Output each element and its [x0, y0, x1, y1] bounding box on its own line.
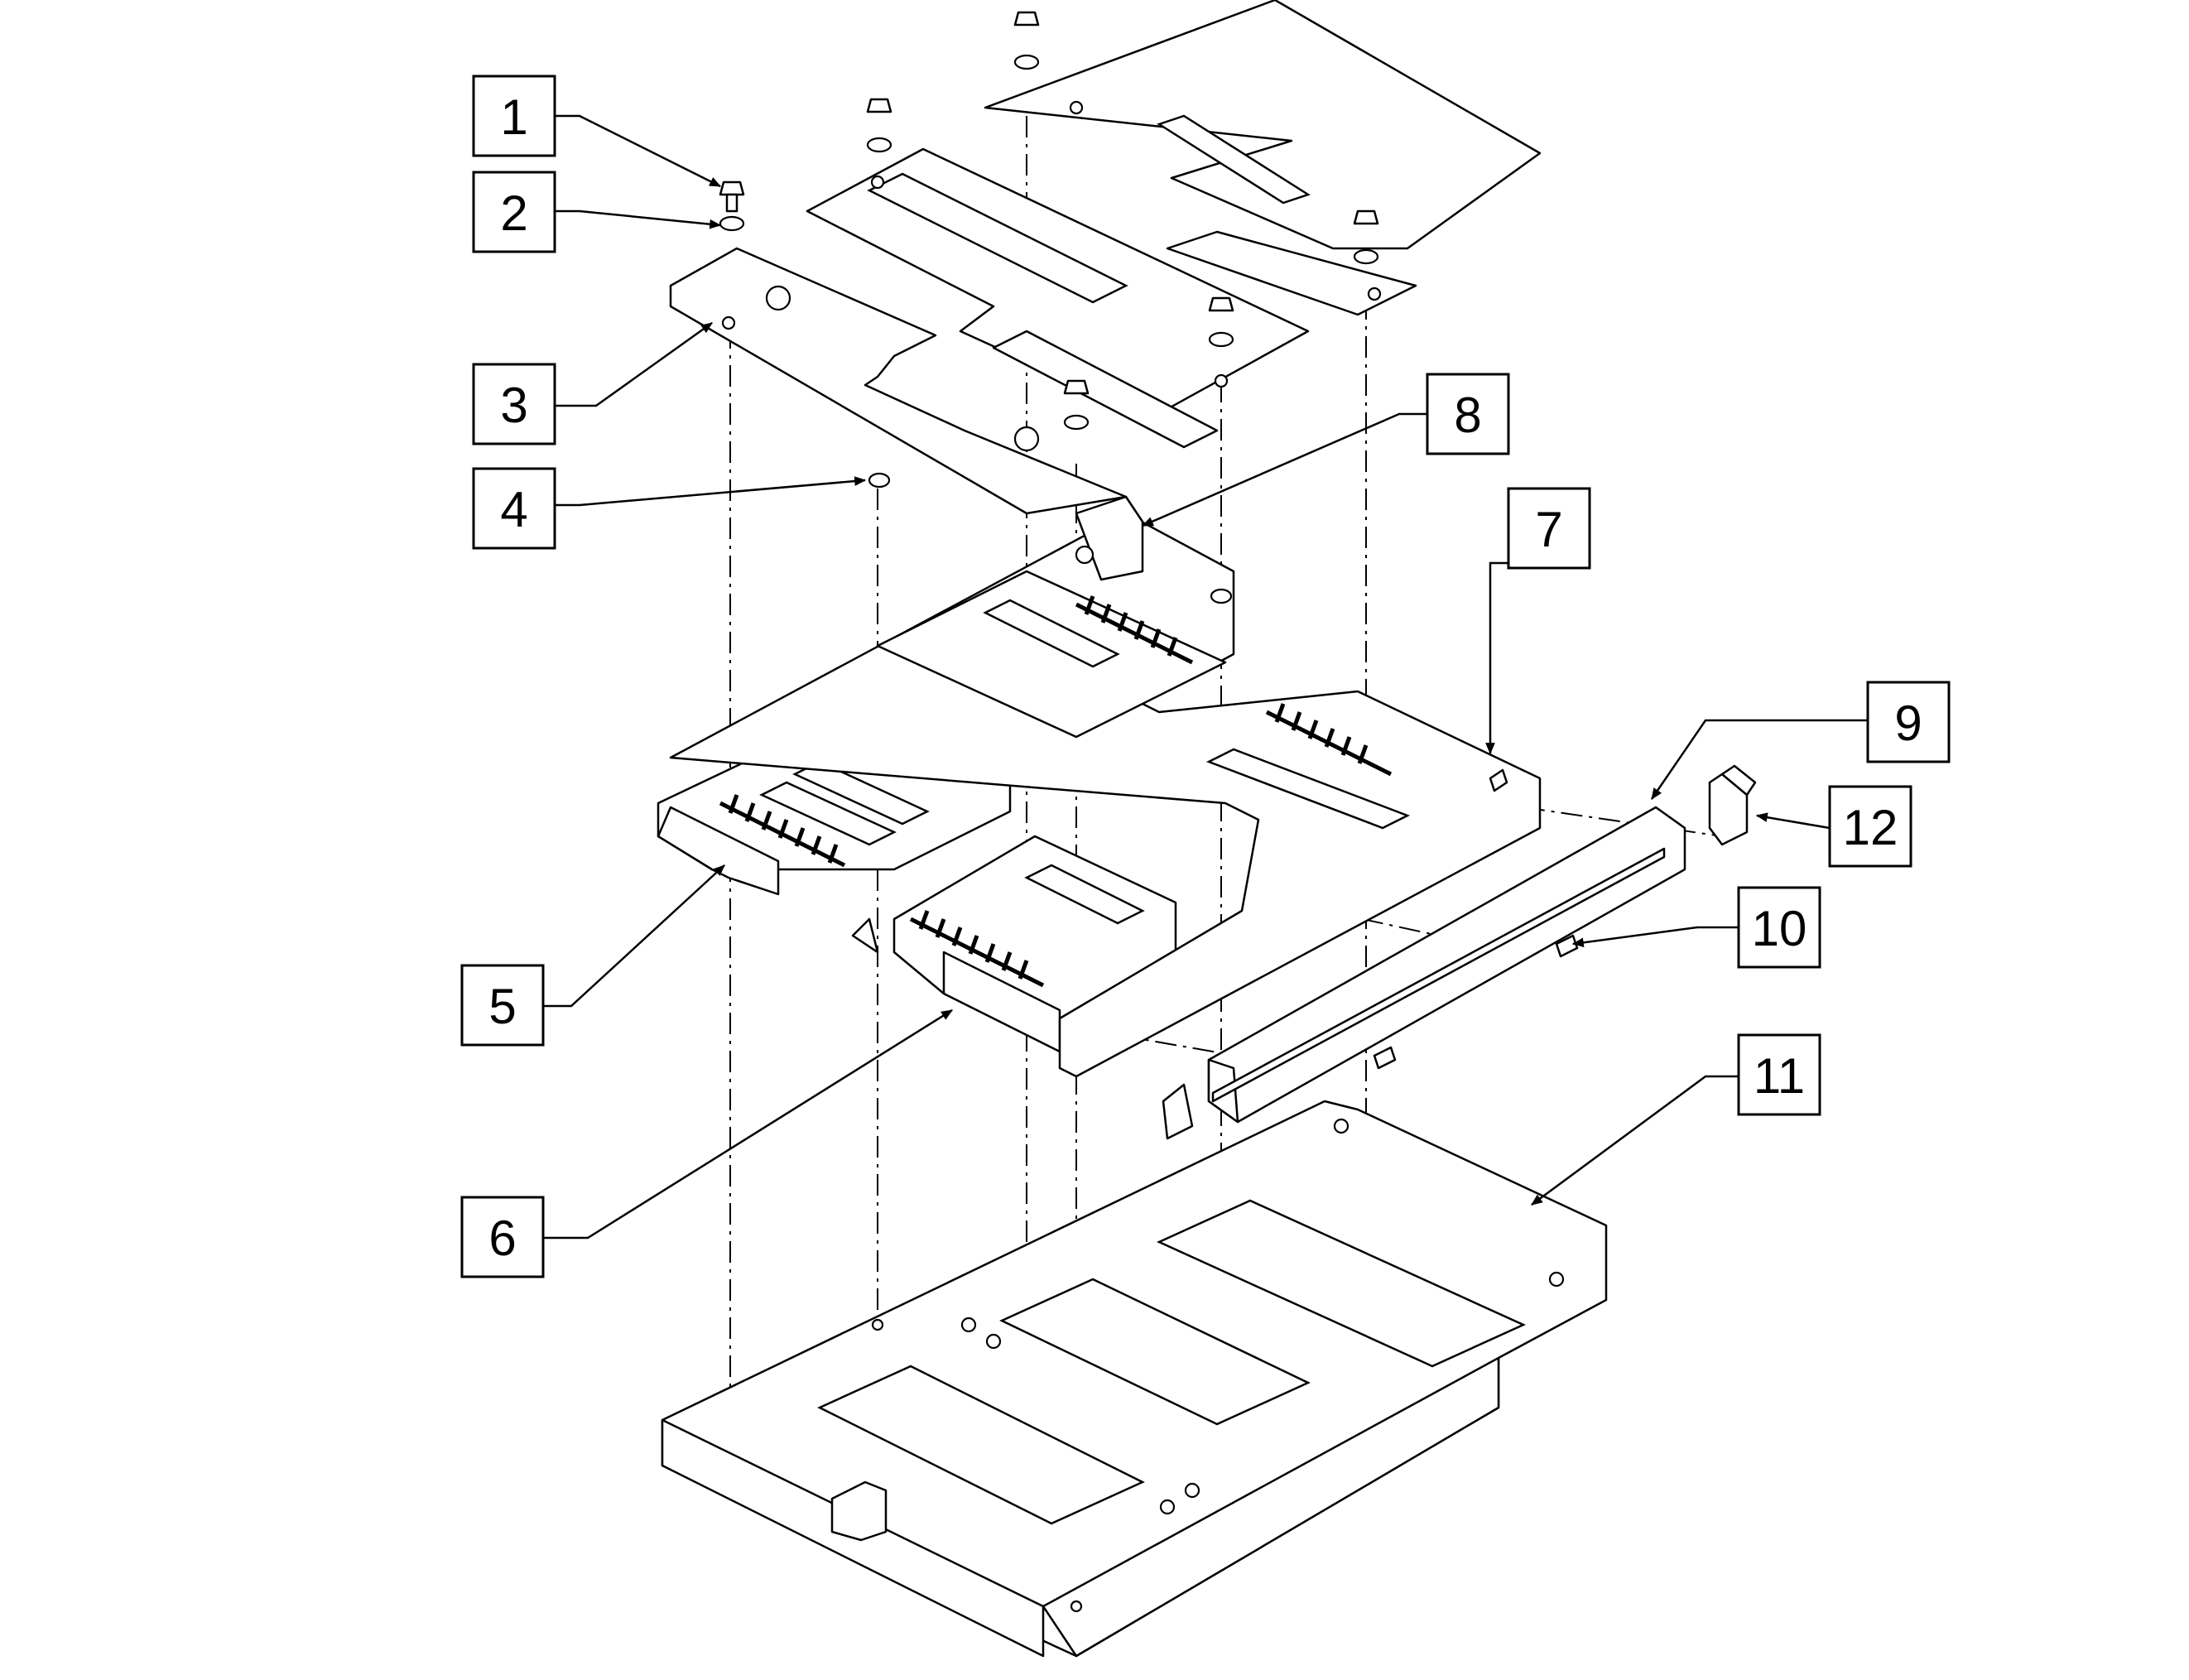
callout-11: 11	[1737, 1033, 1821, 1116]
callout-label: 3	[500, 378, 527, 433]
callout-1: 1	[472, 75, 556, 157]
callout-7: 7	[1507, 487, 1591, 570]
leader-lines	[542, 114, 1871, 1240]
callout-label: 7	[1535, 502, 1562, 557]
callout-5: 5	[460, 964, 545, 1047]
callout-label: 1	[500, 89, 527, 145]
callout-6: 6	[460, 1196, 545, 1278]
callout-9: 9	[1866, 681, 1951, 763]
callout-2: 2	[472, 171, 556, 253]
callout-4: 4	[472, 467, 556, 550]
base-plate	[661, 1100, 1608, 1658]
frame-assembly	[669, 495, 1542, 1078]
callout-label: 2	[500, 185, 527, 241]
callout-label: 11	[1754, 1048, 1805, 1104]
callout-12: 12	[1828, 785, 1912, 868]
handle-tube	[1162, 764, 1757, 1140]
callout-label: 12	[1843, 800, 1898, 855]
callout-10: 10	[1737, 886, 1821, 969]
callout-label: 4	[500, 482, 527, 537]
callout-3: 3	[472, 363, 556, 445]
callout-label: 6	[488, 1211, 516, 1266]
callout-label: 10	[1752, 901, 1807, 956]
top-plates	[669, 0, 1542, 515]
callout-label: 9	[1894, 696, 1922, 751]
fasteners	[719, 11, 1379, 604]
callout-label: 8	[1454, 388, 1481, 443]
callout-label: 5	[488, 979, 516, 1034]
callout-8: 8	[1426, 373, 1510, 455]
